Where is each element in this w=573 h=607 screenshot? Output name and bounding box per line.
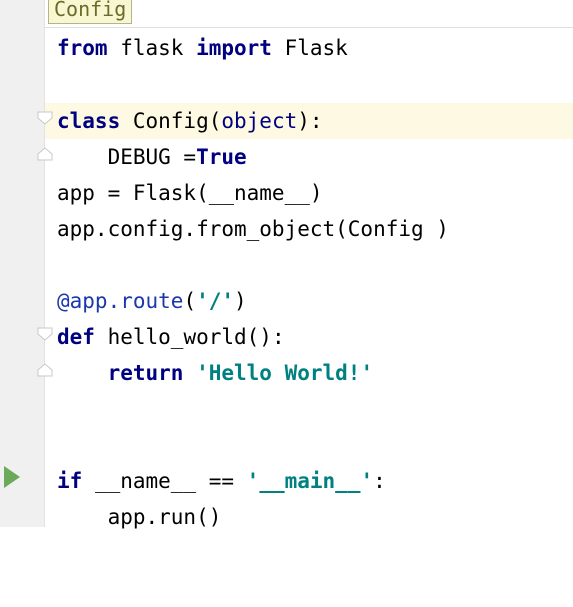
fold-open-icon[interactable]: [37, 111, 53, 125]
fold-open-icon[interactable]: [37, 327, 53, 341]
code-token: Flask: [271, 36, 348, 60]
code-token: app.config.from_object(Config ): [57, 217, 449, 241]
code-line: app = Flask(__name__): [45, 175, 573, 211]
code-line: return 'Hello World!': [45, 355, 573, 391]
string-token: '__main__': [246, 469, 374, 493]
code-line: def hello_world():: [45, 319, 573, 355]
keyword-token: def: [57, 325, 95, 349]
code-token: ): [234, 289, 247, 313]
builtin-token: object: [221, 109, 298, 133]
code-token: DEBUG =: [57, 145, 197, 169]
run-arrow-icon[interactable]: [4, 466, 20, 488]
code-line: if __name__ == '__main__':: [45, 463, 573, 499]
string-token: '/': [196, 289, 235, 313]
code-token: [57, 361, 108, 385]
editor-gutter: [0, 0, 45, 527]
keyword-token: if: [57, 469, 83, 493]
tooltip-text: Config: [54, 0, 127, 21]
keyword-token: import: [196, 36, 272, 60]
code-token: :: [373, 469, 386, 493]
code-token: (: [183, 289, 197, 313]
tooltip-popup: Config: [48, 0, 133, 24]
code-line: DEBUG =True: [45, 139, 573, 175]
code-editor[interactable]: from flask import Flask class Config(obj…: [45, 30, 573, 529]
editor-top-border: [0, 27, 573, 28]
code-token: flask: [107, 36, 197, 60]
code-token: ):: [297, 109, 323, 133]
fold-close-icon[interactable]: [37, 147, 53, 161]
fold-close-icon[interactable]: [37, 363, 53, 377]
code-line: app.config.from_object(Config ): [45, 211, 573, 247]
code-line-current: class Config(object):: [45, 103, 573, 139]
code-line: @app.route('/'): [45, 283, 573, 319]
decorator-token: @app.route: [57, 289, 184, 313]
keyword-token: from: [57, 36, 108, 60]
code-token: [183, 361, 196, 385]
code-line: app.run(): [45, 499, 573, 535]
code-token: app.run(): [57, 505, 222, 529]
code-token: Config(: [120, 109, 222, 133]
keyword-token: return: [107, 361, 184, 385]
code-line: from flask import Flask: [45, 30, 573, 66]
code-token: hello_world():: [94, 325, 285, 349]
keyword-token: class: [57, 109, 121, 133]
code-token: __name__ ==: [82, 469, 247, 493]
keyword-token: True: [196, 145, 247, 169]
code-token: app = Flask(__name__): [57, 181, 323, 205]
string-token: 'Hello World!': [196, 361, 374, 385]
